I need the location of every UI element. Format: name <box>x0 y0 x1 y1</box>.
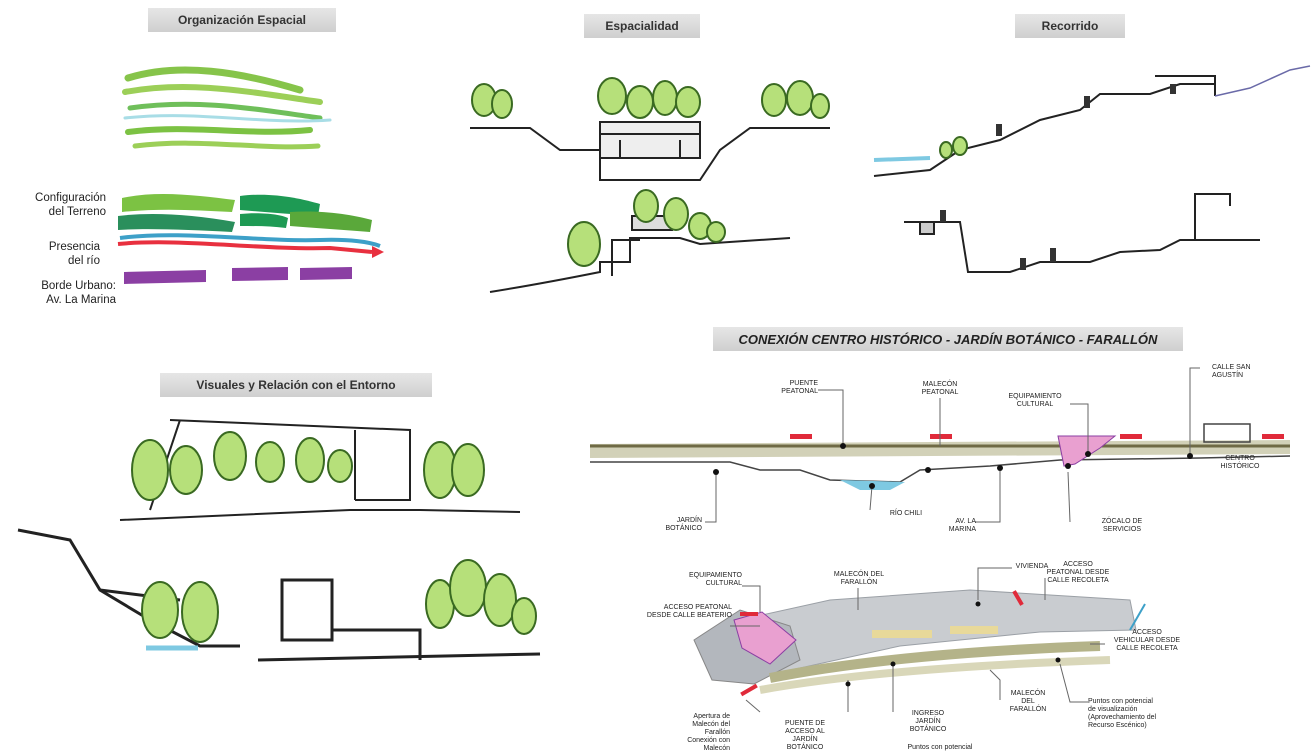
label-configuracion: Configuración del Terreno <box>35 192 106 218</box>
label-plan-ingreso: INGRESO JARDÍN BOTÁNICO <box>909 710 947 733</box>
label-plan-acceso-vehicular: ACCESO VEHICULAR DESDE CALLE RECOLETA <box>1113 629 1181 652</box>
label-borde-urbano: Borde Urbano: Av. La Marina <box>41 280 116 306</box>
label-jardin-botanico: JARDÍN BOTÁNICO <box>665 517 702 532</box>
label-plan-puntos-potencial-bottom: Puntos con potencial <box>907 744 973 751</box>
label-av-la-marina: AV. LA MARINA <box>948 518 976 533</box>
label-centro-historico: CENTRO HISTÓRICO <box>1220 455 1260 470</box>
label-calle-san-agustin: CALLE SAN AGUSTÍN <box>1212 364 1251 379</box>
label-plan-apertura: Apertura de Malecón del Farallón Conexió… <box>687 713 730 752</box>
label-plan-puntos-potencial-right: Puntos con potencial de visualización (A… <box>1088 698 1157 729</box>
label-plan-vivienda: VIVIENDA <box>1015 563 1049 570</box>
label-plan-malecon-farallon-bottom: MALECÓN DEL FARALLÓN <box>1009 690 1047 713</box>
label-puente-peatonal: PUENTE PEATONAL <box>781 380 818 395</box>
label-rio-chili: RÍO CHILI <box>889 510 923 517</box>
title-espacialidad: Espacialidad <box>584 14 700 38</box>
title-recorrido: Recorrido <box>1015 14 1125 38</box>
label-zocalo-servicios: ZÓCALO DE SERVICIOS <box>1101 518 1143 533</box>
label-plan-acceso-peatonal-recoleta: ACCESO PEATONAL DESDE CALLE RECOLETA <box>1046 561 1110 584</box>
label-malecon-peatonal: MALECÓN PEATONAL <box>921 381 959 396</box>
label-equipamiento-cultural: EQUIPAMIENTO CULTURAL <box>1008 393 1062 408</box>
label-plan-equipamiento: EQUIPAMIENTO CULTURAL <box>688 572 742 587</box>
title-organizacion-espacial: Organización Espacial <box>148 8 336 32</box>
label-plan-puente-acceso: PUENTE DE ACCESO AL JARDÍN BOTÁNICO <box>784 720 826 751</box>
label-plan-malecon-farallon-top: MALECÓN DEL FARALLÓN <box>833 571 885 586</box>
title-visuales: Visuales y Relación con el Entorno <box>160 373 432 397</box>
label-plan-acceso-peatonal-beaterio: ACCESO PEATONAL DESDE CALLE BEATERIO <box>646 604 732 619</box>
title-conexion: CONEXIÓN CENTRO HISTÓRICO - JARDÍN BOTÁN… <box>713 327 1183 351</box>
label-presencia-rio: Presencia del río <box>48 241 100 267</box>
